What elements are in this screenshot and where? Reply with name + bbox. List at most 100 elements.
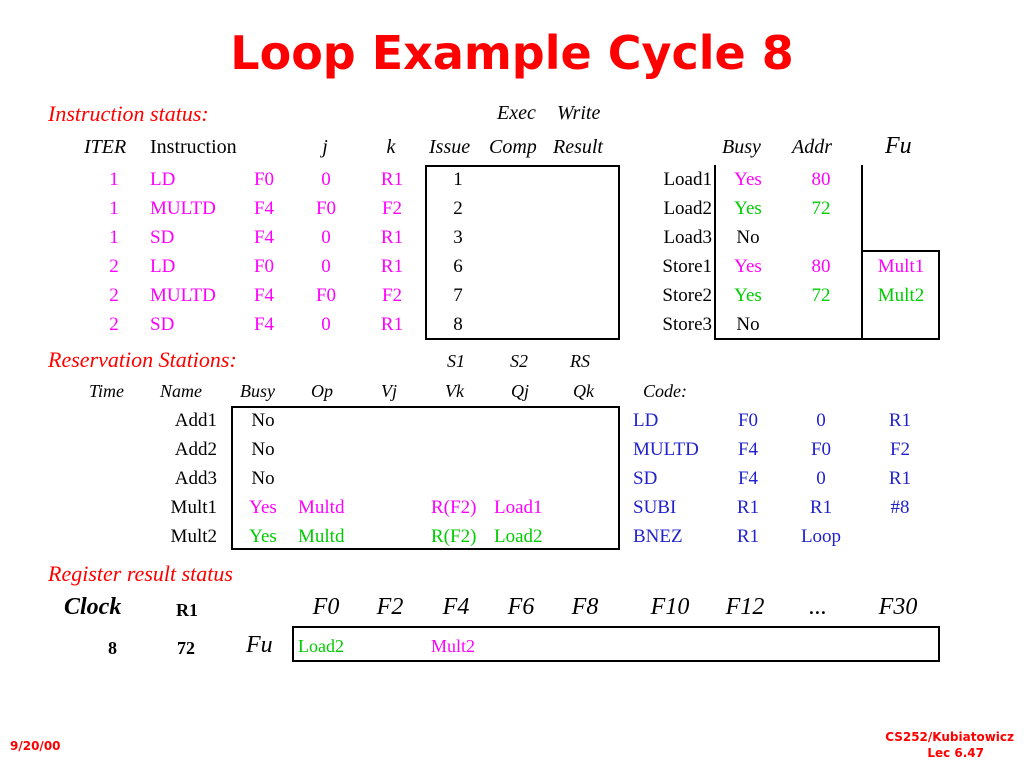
register-header: F6 <box>507 594 535 620</box>
instruction-status-box <box>425 165 620 340</box>
buffer-name: Load2 <box>663 198 712 219</box>
instr-op: LD <box>150 169 176 190</box>
col-iter: ITER <box>84 136 127 158</box>
instr-j: 0 <box>321 227 331 248</box>
fu-label: Fu <box>246 632 273 658</box>
rs-name: Add2 <box>174 439 217 460</box>
instr-issue: 2 <box>453 198 463 219</box>
instr-k: F2 <box>381 285 403 306</box>
page-title: Loop Example Cycle 8 <box>230 26 794 80</box>
rs-busy: No <box>251 468 275 489</box>
col-vk: Vk <box>445 381 464 401</box>
instr-iter: 1 <box>109 198 119 219</box>
buffer-name: Load1 <box>663 169 712 190</box>
buffer-busy: No <box>736 227 760 248</box>
exec-label: Exec <box>497 102 536 124</box>
col-k: k <box>386 136 396 158</box>
rs-op: Multd <box>298 497 345 518</box>
register-header: F2 <box>376 594 404 620</box>
col-issue: Issue <box>429 136 471 158</box>
buffer-name: Store2 <box>662 285 712 306</box>
rs-name: Mult1 <box>170 497 217 518</box>
code-cell: F0 <box>737 410 759 431</box>
buffer-left-border <box>714 165 716 340</box>
buffer-busy: Yes <box>734 285 762 306</box>
instr-op: SD <box>150 314 175 335</box>
register-header: F8 <box>571 594 599 620</box>
instr-iter: 1 <box>109 169 119 190</box>
reservation-stations-box <box>231 406 620 550</box>
register-header: F30 <box>878 594 918 620</box>
instr-k: R1 <box>380 227 404 248</box>
code-cell: 0 <box>816 410 826 431</box>
rs-vk: R(F2) <box>431 526 477 547</box>
instr-op: LD <box>150 256 176 277</box>
instr-j: F0 <box>315 285 337 306</box>
code-cell: SD <box>633 468 658 489</box>
code-cell: R1 <box>888 468 912 489</box>
buffer-fu: Mult1 <box>877 256 925 277</box>
col-qk: Qk <box>573 381 594 401</box>
code-cell: #8 <box>890 497 910 518</box>
buffer-fu: Mult2 <box>877 285 925 306</box>
buffer-name: Store3 <box>662 314 712 335</box>
instr-j: 0 <box>321 314 331 335</box>
rs-name: Add3 <box>174 468 217 489</box>
instr-k: R1 <box>380 314 404 335</box>
code-cell: F4 <box>737 439 759 460</box>
code-cell: Loop <box>800 526 842 547</box>
col-op: Op <box>311 381 333 401</box>
instr-iter: 2 <box>109 256 119 277</box>
s1-label: S1 <box>447 351 465 371</box>
code-cell: LD <box>633 410 659 431</box>
col-busy: Busy <box>722 136 761 158</box>
register-value: Mult2 <box>431 636 476 656</box>
r1-label: R1 <box>176 600 198 620</box>
buffer-busy: Yes <box>734 198 762 219</box>
instr-iter: 1 <box>109 227 119 248</box>
buffer-bottom-border <box>714 338 862 340</box>
code-cell: F0 <box>810 439 832 460</box>
s2-label: S2 <box>510 351 528 371</box>
code-cell: F4 <box>737 468 759 489</box>
col-addr: Addr <box>792 136 832 158</box>
rs-vk: R(F2) <box>431 497 477 518</box>
code-cell: F2 <box>889 439 911 460</box>
write-label: Write <box>557 102 601 124</box>
buffer-addr: 80 <box>811 256 831 277</box>
buffer-busy: Yes <box>734 169 762 190</box>
rs-op: Multd <box>298 526 345 547</box>
instr-issue: 7 <box>453 285 463 306</box>
instr-issue: 1 <box>453 169 463 190</box>
instr-k: F2 <box>381 198 403 219</box>
rs-busy: Yes <box>249 526 277 547</box>
instr-issue: 3 <box>453 227 463 248</box>
instr-j: 0 <box>321 256 331 277</box>
instr-issue: 8 <box>453 314 463 335</box>
footer-lecture: Lec 6.47 <box>927 746 984 760</box>
footer-course: CS252/Kubiatowicz <box>885 730 1014 744</box>
code-cell: R1 <box>736 526 760 547</box>
code-cell: BNEZ <box>633 526 683 547</box>
instr-dest: F0 <box>253 256 275 277</box>
register-value: Load2 <box>298 636 344 656</box>
buffer-addr: 72 <box>811 198 831 219</box>
rs-name: Add1 <box>174 410 217 431</box>
col-comp: Comp <box>489 136 537 158</box>
buffer-busy: Yes <box>734 256 762 277</box>
r1-value: 72 <box>177 638 195 658</box>
col-vj: Vj <box>381 381 397 401</box>
reservation-stations-heading: Reservation Stations: <box>48 347 237 372</box>
col-name: Name <box>160 381 202 401</box>
code-cell: SUBI <box>633 497 677 518</box>
code-cell: R1 <box>888 410 912 431</box>
code-cell: 0 <box>816 468 826 489</box>
buffer-addr: 72 <box>811 285 831 306</box>
instr-issue: 6 <box>453 256 463 277</box>
instr-j: 0 <box>321 169 331 190</box>
store-fu-box <box>861 250 940 340</box>
clock-value: 8 <box>108 638 117 658</box>
clock-label: Clock <box>64 594 122 620</box>
instr-op: MULTD <box>150 285 216 306</box>
instr-op: MULTD <box>150 198 216 219</box>
